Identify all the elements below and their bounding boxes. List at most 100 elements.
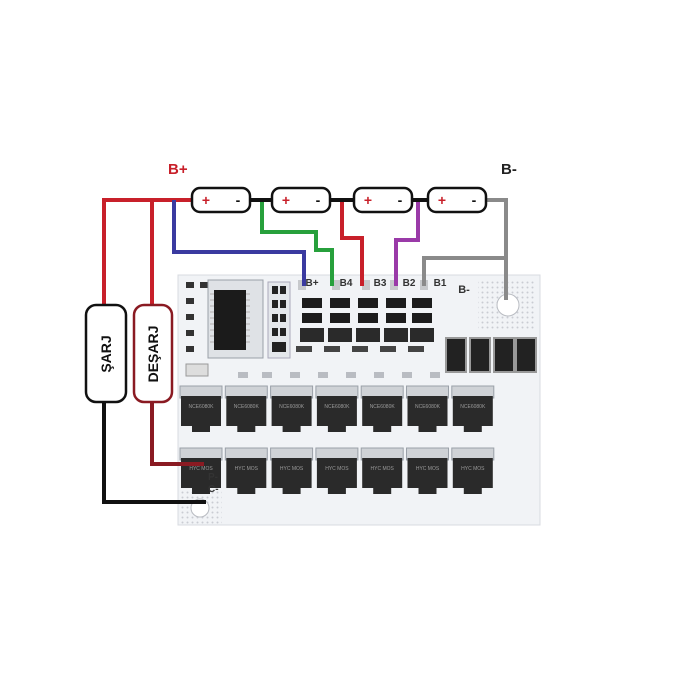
mosfet-body [316, 396, 357, 426]
mosfet-body [452, 458, 493, 488]
wires [102, 198, 508, 504]
discharge-box-label: DEŞARJ [145, 326, 161, 383]
balance-resistors [296, 298, 434, 352]
cell-minus-sign: - [472, 192, 477, 208]
mosfet-foot [373, 488, 392, 494]
cell-minus-sign: - [398, 192, 403, 208]
mosfet-row-top: NCE6080K NCE6080K NCE6080K NCE6080K NCE6080K… [179, 385, 495, 432]
pad-label-b2: B2 [403, 278, 416, 289]
wire-bminus [486, 198, 508, 300]
mosfet-body [226, 396, 267, 426]
mosfet: HYC MOS [360, 447, 404, 494]
mosfet: NCE6080K [451, 385, 495, 432]
mosfet-body [407, 458, 448, 488]
mosfet-body [271, 458, 312, 488]
cell-plus-sign: + [202, 192, 210, 208]
mosfet-body [271, 396, 312, 426]
pad-label-bminus: B- [458, 284, 470, 296]
mosfet-marking: NCE6080K [188, 404, 214, 410]
mosfet-foot [237, 488, 256, 494]
charge-box-frame [84, 303, 128, 404]
mosfet-body [181, 396, 221, 426]
pcb-small-parts-row [238, 372, 440, 378]
terminal-label-bminus: B- [501, 161, 517, 178]
mosfet-body [452, 396, 493, 426]
wire-charge-plus [102, 198, 192, 305]
mosfet-marking: NCE6080K [234, 404, 260, 410]
mosfet: NCE6080K [360, 385, 404, 432]
mosfet: HYC MOS [224, 447, 268, 494]
mosfet: NCE6080K [315, 385, 359, 432]
mosfet-marking: HYC MOS [371, 466, 395, 472]
mosfet-foot [282, 426, 301, 432]
mosfet-body [362, 396, 403, 426]
battery-cells: +-+-+-+- [190, 186, 488, 214]
mosfet-marking: NCE6080K [324, 404, 350, 410]
cell-body [352, 186, 414, 214]
discharge-box: DEŞARJ [132, 303, 174, 404]
pcb-small-ic [267, 281, 291, 359]
mosfet: NCE6080K [406, 385, 449, 432]
mosfet-body [316, 458, 357, 488]
cell-plus-sign: + [282, 192, 290, 208]
mosfet-foot [418, 426, 437, 432]
bms-ic [207, 279, 264, 359]
wire-discharge-minus [150, 402, 204, 466]
mosfet-marking: NCE6080K [279, 404, 305, 410]
cell-body [426, 186, 488, 214]
cell-body [190, 186, 252, 214]
wire-sense-b4 [260, 200, 334, 286]
cell-body [270, 186, 332, 214]
cell-plus-sign: + [364, 192, 372, 208]
cell-minus-sign: - [316, 192, 321, 208]
mosfet: HYC MOS [451, 447, 495, 494]
discharge-box-frame [132, 303, 174, 404]
mosfet-foot [282, 488, 301, 494]
mosfet-body [226, 458, 267, 488]
mosfet-body [362, 458, 403, 488]
wire-sense-b2 [394, 200, 420, 286]
mosfet-foot [373, 426, 392, 432]
mosfet-marking: HYC MOS [189, 466, 213, 472]
mosfet: HYC MOS [315, 447, 359, 494]
mosfet-marking: HYC MOS [416, 466, 440, 472]
mosfet-foot [327, 488, 346, 494]
mosfet-marking: HYC MOS [325, 466, 349, 472]
mosfet-marking: NCE6080K [370, 404, 396, 410]
pcb-small-parts-left [185, 282, 209, 377]
charge-box-label: ŞARJ [98, 335, 114, 372]
shunt-resistors [445, 337, 537, 373]
mosfet-foot [463, 488, 482, 494]
mosfet: HYC MOS [406, 447, 449, 494]
battery-cell: +- [426, 186, 488, 214]
wire-charge-minus [102, 402, 206, 504]
cell-minus-sign: - [236, 192, 241, 208]
mosfet: HYC MOS [270, 447, 314, 494]
mosfet-foot [237, 426, 256, 432]
battery-cell: +- [270, 186, 332, 214]
charge-box: ŞARJ [84, 303, 128, 404]
pad-b3 [362, 280, 370, 290]
wire-sense-b1 [422, 256, 506, 286]
mosfet: NCE6080K [224, 385, 268, 432]
mosfet-foot [192, 426, 210, 432]
mosfet-foot [418, 488, 437, 494]
mosfet-foot [327, 426, 346, 432]
mosfet-marking: HYC MOS [235, 466, 259, 472]
pcb-board: NCE6080K NCE6080K NCE6080K NCE6080K NCE6080K… [177, 274, 541, 526]
pad-b4 [332, 280, 340, 290]
mosfet-marking: HYC MOS [461, 466, 485, 472]
mosfet-foot [463, 426, 482, 432]
battery-cell: +- [352, 186, 414, 214]
pad-label-b1: B1 [434, 278, 447, 289]
wire-sense-bplus [172, 200, 306, 286]
battery-cell: +- [190, 186, 252, 214]
mosfet-marking: NCE6080K [415, 404, 441, 410]
cell-plus-sign: + [438, 192, 446, 208]
pad-label-bplus: B+ [305, 278, 318, 289]
mosfet: NCE6080K [270, 385, 314, 432]
mosfet: NCE6080K [179, 385, 223, 432]
wire-sense-b3 [340, 200, 364, 286]
